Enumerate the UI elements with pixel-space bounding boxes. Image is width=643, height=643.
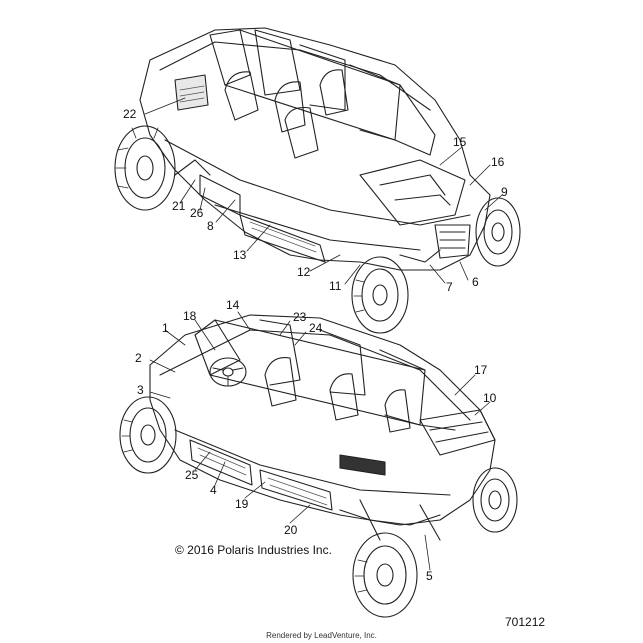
leader-lines [144, 97, 503, 571]
upper-body-outline [139, 27, 491, 271]
callout-7: 7 [446, 280, 453, 294]
diagram-id: 701212 [505, 615, 546, 629]
lower-front-left-wheel [352, 532, 418, 618]
callout-24: 24 [309, 321, 323, 335]
upper-roll-cage [209, 29, 436, 156]
callout-22: 22 [123, 107, 137, 121]
lower-side-panels [189, 439, 386, 511]
callout-15: 15 [453, 135, 467, 149]
lower-cargo-bed [419, 409, 496, 456]
callout-25: 25 [185, 468, 199, 482]
callout-14: 14 [226, 298, 240, 312]
upper-suspension [174, 159, 441, 263]
lower-rear-wheel [119, 396, 177, 474]
callout-5: 5 [426, 569, 433, 583]
lower-vehicle-drawing [119, 314, 518, 618]
lower-decal-stripes [197, 447, 328, 506]
callout-1: 1 [162, 321, 169, 335]
upper-rear-wheel [114, 125, 176, 211]
lower-steering-wheel [209, 357, 247, 387]
callout-8: 8 [207, 219, 214, 233]
copyright-notice: © 2016 Polaris Industries Inc. [175, 543, 332, 557]
callout-12: 12 [297, 265, 311, 279]
upper-seats [224, 69, 349, 159]
upper-decal-stripes [179, 85, 317, 253]
rendered-by-credit: Rendered by LeadVenture, Inc. [266, 631, 377, 640]
upper-front-grille [434, 224, 471, 259]
upper-vehicle-drawing [114, 27, 521, 334]
upper-front-right-wheel [475, 197, 521, 267]
lower-body-outline [149, 314, 496, 526]
callout-10: 10 [483, 391, 497, 405]
callout-20: 20 [284, 523, 298, 537]
upper-front-left-wheel [351, 256, 409, 334]
callout-26: 26 [190, 206, 204, 220]
callout-17: 17 [474, 363, 488, 377]
callout-13: 13 [233, 248, 247, 262]
callout-4: 4 [210, 483, 217, 497]
callout-18: 18 [183, 309, 197, 323]
callout-2: 2 [135, 351, 142, 365]
lower-front-right-wheel [472, 467, 518, 533]
lower-seats [264, 357, 411, 433]
callout-3: 3 [137, 383, 144, 397]
lower-front-suspension [339, 499, 441, 541]
callout-23: 23 [293, 310, 307, 324]
callout-9: 9 [501, 185, 508, 199]
callout-16: 16 [491, 155, 505, 169]
callout-21: 21 [172, 199, 186, 213]
lower-roll-cage [194, 319, 456, 431]
callout-11: 11 [329, 279, 342, 293]
callout-6: 6 [472, 275, 479, 289]
upper-hood [359, 159, 466, 226]
callout-19: 19 [235, 497, 249, 511]
